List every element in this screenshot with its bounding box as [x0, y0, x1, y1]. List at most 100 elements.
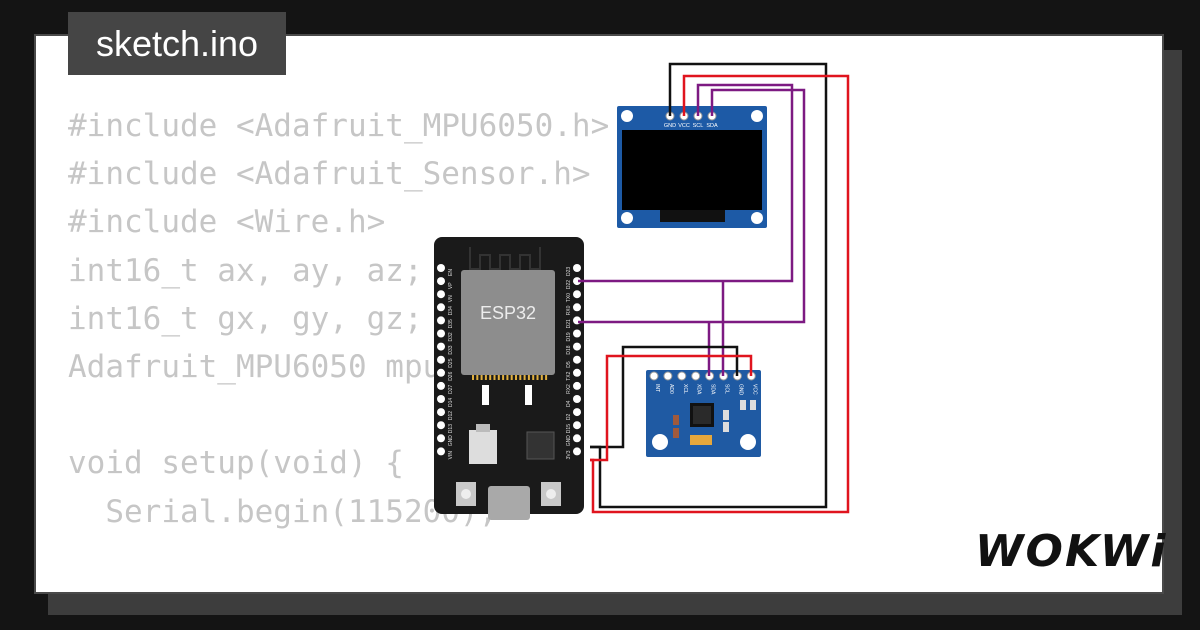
esp32-pin[interactable]	[437, 421, 445, 430]
code-line: #include <Adafruit_MPU6050.h>	[68, 108, 610, 144]
esp32-pin-label: D27	[448, 385, 454, 394]
esp32-pin[interactable]	[437, 277, 445, 286]
esp32-pin-label: 3V3	[566, 450, 572, 459]
esp32-pin[interactable]	[573, 434, 581, 443]
chip-pin	[489, 375, 492, 380]
oled-pin-label: SCL	[693, 123, 704, 129]
esp32-pin[interactable]	[573, 264, 581, 272]
project-card[interactable]: #include <Adafruit_MPU6050.h> #include <A…	[34, 34, 1164, 594]
chip-pin	[540, 375, 543, 380]
esp32-pin[interactable]	[573, 381, 581, 390]
code-line: int16_t gx, gy, gz;	[68, 300, 423, 337]
chip-pin	[502, 375, 505, 380]
esp32-pin[interactable]	[573, 277, 581, 286]
esp32-pin-label: GND	[448, 435, 454, 447]
esp32-pin[interactable]	[573, 342, 581, 351]
esp32-pin-label: D33	[448, 345, 454, 354]
code-preview: #include <Adafruit_MPU6050.h> #include <A…	[68, 102, 610, 592]
wokwi-logo[interactable]: WOKWi	[975, 526, 1168, 577]
mpu-pin-label: SDA	[710, 384, 716, 395]
mpu-pin[interactable]	[677, 371, 687, 381]
chip-pin	[476, 375, 479, 380]
esp32-pin-label: D25	[448, 358, 454, 367]
esp32-pin[interactable]	[573, 329, 581, 338]
chip-pin	[472, 375, 474, 380]
esp32-pin[interactable]	[573, 421, 581, 430]
esp32-pin-label: VP	[448, 282, 454, 289]
esp32-pin[interactable]	[573, 447, 581, 456]
esp32-pin[interactable]	[437, 342, 445, 351]
code-line: Serial.begin(115200);	[68, 493, 498, 530]
esp32-pin[interactable]	[573, 290, 581, 299]
esp32-pin[interactable]	[437, 264, 445, 272]
esp32-pin-label: RX0	[566, 305, 572, 315]
esp32-chip-label: ESP32	[480, 303, 536, 323]
esp32-pin-label: RX2	[566, 384, 572, 394]
esp32-pin-label: D34	[448, 306, 454, 315]
esp32-pin[interactable]	[437, 329, 445, 338]
chip-pin	[532, 375, 535, 380]
esp32-pin-label: D2	[566, 413, 572, 420]
esp32-pin-label: D26	[448, 371, 454, 380]
chip-pin	[497, 375, 500, 380]
esp32-pin[interactable]	[573, 355, 581, 364]
chip-pin	[527, 375, 530, 380]
mpu-pin-label: AD0	[668, 384, 674, 394]
esp32-pin-label: D4	[566, 400, 572, 407]
esp32-pin[interactable]	[437, 368, 445, 377]
esp32-pin-label: D15	[566, 424, 572, 433]
esp32-pin-label: D21	[566, 319, 572, 328]
chip-pin	[523, 375, 526, 380]
esp32-pin[interactable]	[573, 368, 581, 377]
esp32-pin-label: VN	[448, 295, 454, 302]
chip-pin	[484, 375, 487, 380]
esp32-pin[interactable]	[437, 303, 445, 312]
esp32-pin[interactable]	[573, 303, 581, 312]
esp32-pin-label: D5	[566, 361, 572, 368]
esp32-board[interactable]: ESP32 ENVPVND34D35D32D33D25D26D27D14D12D…	[434, 237, 584, 520]
esp32-pin[interactable]	[437, 395, 445, 403]
esp32-chip	[461, 270, 555, 375]
esp32-pin-label: D14	[448, 398, 454, 407]
esp32-pin-label: D12	[448, 411, 454, 420]
esp32-pin[interactable]	[437, 316, 445, 325]
mpu-pin[interactable]	[691, 371, 701, 381]
code-line: int16_t ax, ay, az;	[68, 252, 423, 289]
mpu-pin[interactable]	[663, 371, 673, 381]
oled-pin-label: SDA	[706, 123, 718, 129]
usb-port	[488, 486, 530, 520]
esp32-pin[interactable]	[573, 408, 581, 417]
chip-pin	[545, 375, 548, 380]
wire-sda-oled	[578, 88, 806, 324]
esp32-pin-label: D23	[566, 267, 572, 276]
chip-pin	[519, 375, 522, 380]
code-line: Adafruit_MPU6050 mpu;	[68, 348, 460, 385]
esp32-pin[interactable]	[437, 381, 445, 390]
esp32-pin[interactable]	[437, 355, 445, 364]
esp32-pin[interactable]	[437, 447, 445, 456]
esp32-pin[interactable]	[437, 290, 445, 299]
file-name-tab[interactable]: sketch.ino	[68, 12, 286, 75]
esp32-pin[interactable]	[573, 395, 581, 403]
esp32-pin[interactable]	[437, 434, 445, 443]
chip-pin	[536, 375, 539, 380]
mpu-pin-label: XDA	[696, 384, 702, 395]
wire-vcc-mpu	[590, 354, 753, 462]
mpu-pin-label: INT	[654, 384, 660, 392]
esp32-pin-label: D22	[566, 280, 572, 289]
code-line: #include <Adafruit_Sensor.h>	[68, 156, 591, 193]
code-line: #include <Wire.h>	[68, 204, 386, 241]
mpu-pin[interactable]	[649, 371, 659, 381]
wire-scl-oled	[578, 83, 794, 283]
mpu-pin-label: VCC	[751, 384, 757, 395]
esp32-pin-label: EN	[448, 269, 454, 276]
esp32-pin-label: D35	[448, 319, 454, 328]
esp32-pin-label: GND	[566, 435, 572, 447]
esp32-pin-label: TX0	[566, 293, 572, 302]
esp32-pin[interactable]	[437, 408, 445, 417]
mpu-pin-label: XCL	[682, 384, 688, 394]
chip-pin	[506, 375, 509, 380]
